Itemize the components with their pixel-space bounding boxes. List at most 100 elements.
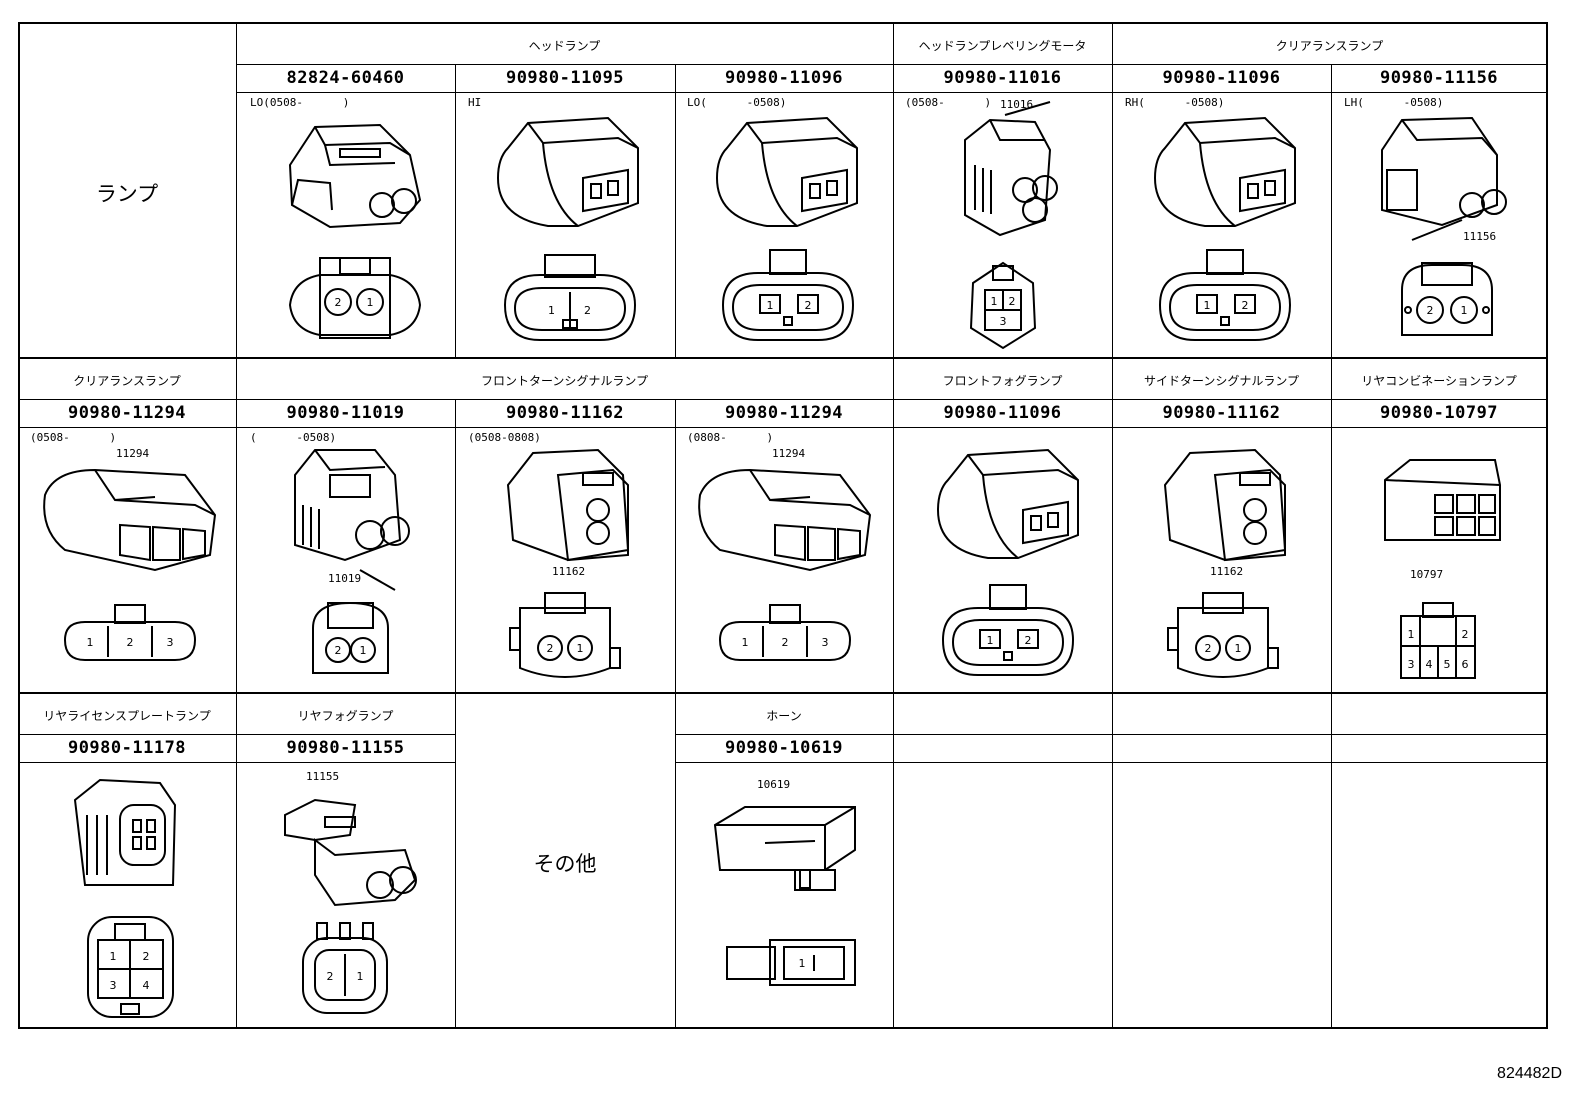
svg-text:3: 3 [110, 979, 117, 992]
svg-text:3: 3 [1000, 315, 1007, 328]
frame-left [18, 22, 20, 1029]
part-number: 90980-11019 [286, 403, 405, 423]
svg-text:1: 1 [87, 636, 94, 649]
part-number: 90980-11178 [67, 738, 187, 758]
row2-pn-line [18, 427, 1548, 428]
svg-text:2: 2 [127, 636, 134, 649]
col-675-r1 [675, 64, 676, 358]
svg-text:3: 3 [822, 636, 829, 649]
connector-housing-drawing [65, 775, 185, 895]
connector-housing-drawing [1145, 108, 1305, 233]
frame-right [1546, 22, 1548, 1029]
connector-face-drawing: 1 2 [938, 580, 1078, 685]
svg-text:2: 2 [1462, 628, 1469, 641]
connector-face-drawing: 1 2 3 [60, 600, 200, 670]
row3-title-line-b [675, 734, 1547, 735]
title-side-turn-signal: サイドターンシグナルランプ [1143, 374, 1300, 388]
title-rear-combination-lamp: リヤコンビネーションランプ [1361, 374, 1517, 388]
connector-face-drawing: 2 1 [1163, 588, 1283, 686]
group-title-headlamp: ヘッドランプ [528, 39, 601, 53]
title-rear-fog-lamp: リヤフォグランプ [297, 709, 394, 723]
callout-label: 11016 [1000, 98, 1034, 111]
connector-face-drawing: 2 1 [505, 588, 625, 686]
svg-text:2: 2 [547, 642, 554, 655]
svg-text:2: 2 [1242, 299, 1249, 312]
row2-title-line [18, 399, 1548, 400]
svg-text:1: 1 [360, 644, 367, 657]
col-675-r23 [675, 399, 676, 1028]
svg-text:1: 1 [110, 950, 117, 963]
col-1331-r23 [1331, 358, 1332, 1028]
date-note: LH( -0508) [1344, 96, 1444, 109]
svg-text:2: 2 [1427, 304, 1434, 317]
date-note: HI [468, 96, 482, 109]
svg-text:4: 4 [143, 979, 150, 992]
callout-label: 11162 [1210, 565, 1244, 578]
col-1331-r1 [1331, 64, 1332, 358]
connector-housing-drawing [1155, 445, 1305, 565]
row1-label: ランプ [95, 182, 159, 206]
part-number: 90980-11156 [1379, 68, 1499, 88]
frame-top [18, 22, 1548, 24]
svg-text:1: 1 [987, 634, 994, 647]
row2-bottom [18, 692, 1548, 694]
title-horn: ホーン [766, 709, 802, 723]
date-note: (0508- ) [905, 96, 992, 109]
part-number: 90980-11162 [1162, 403, 1281, 423]
svg-text:4: 4 [1426, 658, 1433, 671]
title-clearance-lamp: クリアランスランプ [73, 374, 181, 388]
col-455-r23 [455, 399, 456, 1028]
svg-text:2: 2 [782, 636, 789, 649]
svg-text:1: 1 [1408, 628, 1415, 641]
col-455-r1 [455, 64, 456, 358]
svg-text:2: 2 [335, 296, 342, 309]
svg-text:1: 1 [1204, 299, 1211, 312]
connector-housing-drawing [488, 108, 648, 233]
svg-text:2: 2 [1205, 642, 1212, 655]
title-rear-license-lamp: リヤライセンスプレートランプ [43, 709, 211, 723]
connector-housing-drawing [275, 795, 425, 910]
date-note: (0808- ) [687, 431, 774, 444]
callout-label: 11156 [1463, 230, 1497, 243]
date-note: LO(0508- ) [250, 96, 350, 109]
svg-text:2: 2 [143, 950, 150, 963]
row1-pn-line [236, 92, 1547, 93]
date-note: RH( -0508) [1125, 96, 1225, 109]
col-236 [236, 22, 237, 1028]
part-number: 82824-60460 [286, 68, 405, 88]
svg-text:1: 1 [742, 636, 749, 649]
connector-housing-drawing [35, 455, 225, 580]
row1-bottom [18, 357, 1548, 359]
connector-face-drawing: 1 2 3 4 [83, 912, 178, 1022]
drawing-code: 824482D [1497, 1065, 1562, 1082]
row1-title-line [236, 64, 1547, 65]
callout-label: 11019 [328, 572, 362, 585]
part-number: 90980-11294 [724, 403, 844, 423]
svg-text:1: 1 [767, 299, 774, 312]
callout-label: 11294 [116, 447, 150, 460]
part-number: 90980-11294 [67, 403, 187, 423]
part-number: 90980-10797 [1379, 403, 1499, 423]
svg-text:2: 2 [1009, 295, 1016, 308]
svg-text:3: 3 [167, 636, 174, 649]
frame-bottom [18, 1027, 1548, 1029]
other-label: その他 [533, 852, 597, 876]
connector-face-drawing: 1 2 [1155, 245, 1295, 350]
svg-text:2: 2 [805, 299, 812, 312]
svg-text:5: 5 [1444, 658, 1451, 671]
connector-housing-drawing [1375, 455, 1505, 555]
col-1112 [1112, 22, 1113, 1028]
part-number: 90980-11096 [1162, 68, 1281, 88]
connector-face-drawing: 2 1 [285, 250, 425, 345]
callout-label: 10619 [757, 778, 791, 791]
connector-face-drawing: 1 2 3 [715, 600, 855, 670]
date-note: ( -0508) [250, 431, 337, 444]
part-number: 90980-11096 [943, 403, 1062, 423]
connector-face-drawing: 2 1 [303, 598, 398, 683]
svg-text:2: 2 [1025, 634, 1032, 647]
title-front-turn-signal: フロントターンシグナルランプ [480, 374, 649, 388]
callout-label: 11162 [552, 565, 586, 578]
part-number: 90980-11162 [505, 403, 625, 423]
callout-label: 10797 [1410, 568, 1444, 581]
